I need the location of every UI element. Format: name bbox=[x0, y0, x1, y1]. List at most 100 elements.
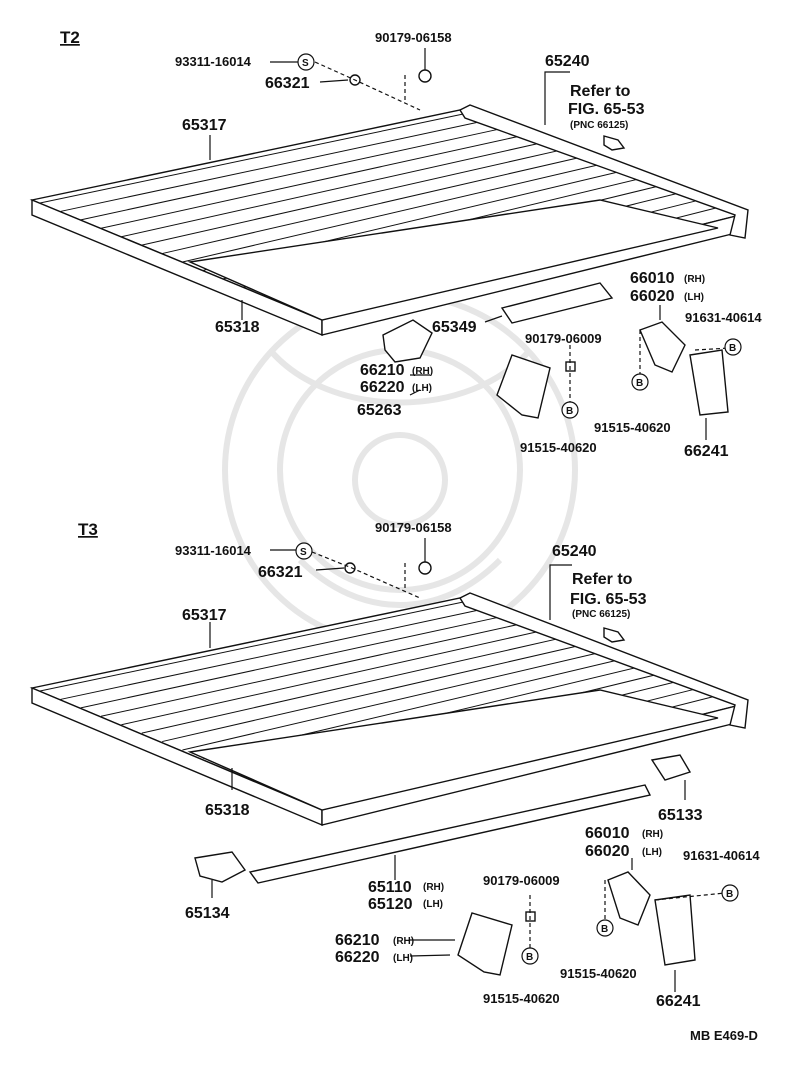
rail bbox=[500, 282, 614, 324]
washer-part bbox=[344, 562, 356, 574]
label-refer-2: FIG. 65-53 bbox=[568, 101, 645, 118]
floor-rib bbox=[182, 163, 603, 263]
mud-guard bbox=[689, 349, 729, 416]
label-lh: (LH) bbox=[642, 847, 662, 858]
floor-panel-sub bbox=[187, 199, 719, 321]
label-refer-3: (PNC 66125) bbox=[572, 609, 630, 620]
label-guard: 66241 bbox=[656, 993, 701, 1010]
svg-text:B: B bbox=[729, 343, 736, 354]
label-floor-main: 65317 bbox=[182, 607, 227, 624]
svg-text:B: B bbox=[726, 889, 733, 900]
label-rh: (RH) bbox=[393, 936, 414, 947]
label-washer: 66321 bbox=[265, 75, 310, 92]
label-flap-lh: 66220 bbox=[335, 949, 380, 966]
label-bolt-c: 91631-40614 bbox=[683, 848, 760, 863]
label-bracket-rh: 66010 bbox=[585, 825, 630, 842]
label-bolt-b: 91515-40620 bbox=[483, 991, 560, 1006]
label-guard: 66241 bbox=[684, 443, 729, 460]
svg-text:S: S bbox=[302, 58, 309, 69]
flap bbox=[496, 354, 551, 419]
floor-rib bbox=[121, 629, 545, 726]
footer-code: MB E469-D bbox=[690, 1028, 758, 1043]
label-nut: 90179-06158 bbox=[375, 30, 452, 45]
label-floor-main: 65317 bbox=[182, 117, 227, 134]
label-nut: 90179-06158 bbox=[375, 520, 452, 535]
label-bolt: 93311-16014 bbox=[175, 54, 252, 69]
bracket bbox=[639, 321, 686, 373]
label-floor-sub: 65318 bbox=[205, 802, 250, 819]
floor-rib bbox=[39, 600, 469, 692]
label-refer-1: Refer to bbox=[572, 571, 633, 588]
label-bracket-lh: 66020 bbox=[585, 843, 630, 860]
label-bolt-b: 91515-40620 bbox=[520, 440, 597, 455]
label-nut-mid: 90179-06009 bbox=[483, 873, 560, 888]
floor-rib bbox=[162, 156, 583, 255]
label-sill-rh: 65110 bbox=[368, 879, 412, 896]
section-t3: T3 bbox=[29, 520, 760, 1010]
label-lh: (LH) bbox=[423, 899, 443, 910]
floor-panel-sub bbox=[187, 689, 719, 811]
front-panel bbox=[458, 104, 749, 239]
label-lh: (LH) bbox=[412, 383, 432, 394]
corner-bracket bbox=[650, 754, 692, 781]
label-rh: (RH) bbox=[684, 274, 705, 285]
floor-rib bbox=[60, 607, 488, 700]
label-lh: (LH) bbox=[393, 953, 413, 964]
floor-rib bbox=[121, 141, 545, 238]
label-front-panel: 65240 bbox=[552, 543, 597, 560]
label-flap-rh: 66210 bbox=[360, 362, 405, 379]
svg-text:B: B bbox=[526, 952, 533, 963]
label-corner-b: 65134 bbox=[185, 905, 230, 922]
label-rh: (RH) bbox=[412, 366, 433, 377]
corner-bracket-b bbox=[194, 851, 247, 883]
floor-rib bbox=[162, 644, 583, 743]
clip-part bbox=[603, 627, 626, 643]
svg-text:B: B bbox=[601, 924, 608, 935]
label-bracket-lh: 66020 bbox=[630, 288, 675, 305]
s-marker: S bbox=[295, 542, 313, 560]
label-sill-lh: 65120 bbox=[368, 896, 413, 913]
b-marker: B bbox=[561, 401, 579, 419]
flap bbox=[457, 912, 513, 976]
label-floor-sub: 65318 bbox=[215, 319, 260, 336]
mud-guard bbox=[654, 894, 696, 966]
bracket bbox=[607, 871, 651, 926]
label-front-panel: 65240 bbox=[545, 53, 590, 70]
label-refer-3: (PNC 66125) bbox=[570, 120, 628, 131]
label-lh: (LH) bbox=[684, 292, 704, 303]
label-bolt-c: 91631-40614 bbox=[685, 310, 762, 325]
nut-part bbox=[418, 561, 432, 575]
label-refer-2: FIG. 65-53 bbox=[570, 591, 647, 608]
clip-part bbox=[603, 135, 626, 151]
b-marker: B bbox=[631, 373, 649, 391]
b-marker: B bbox=[521, 947, 539, 965]
label-rail: 65349 bbox=[432, 319, 477, 336]
label-flap-lh: 66220 bbox=[360, 379, 405, 396]
floor-rib bbox=[100, 622, 526, 717]
floor-rib bbox=[60, 119, 488, 212]
nut-part bbox=[418, 69, 432, 83]
floor-rib bbox=[100, 134, 526, 229]
sill bbox=[248, 784, 652, 884]
svg-text:S: S bbox=[300, 547, 307, 558]
b-marker: B bbox=[721, 884, 739, 902]
label-plate: 65263 bbox=[357, 402, 402, 419]
label-bracket-rh: 66010 bbox=[630, 270, 675, 287]
label-bolt: 93311-16014 bbox=[175, 543, 252, 558]
plate bbox=[382, 319, 433, 363]
label-refer-1: Refer to bbox=[570, 83, 631, 100]
floor-rib bbox=[182, 651, 603, 751]
label-flap-rh: 66210 bbox=[335, 932, 380, 949]
svg-text:B: B bbox=[636, 378, 643, 389]
floor-rib bbox=[39, 112, 469, 204]
label-rh: (RH) bbox=[423, 882, 444, 893]
section-title: T2 bbox=[60, 28, 80, 47]
label-washer: 66321 bbox=[258, 564, 303, 581]
b-marker: B bbox=[724, 338, 742, 356]
label-corner: 65133 bbox=[658, 807, 703, 824]
svg-text:B: B bbox=[566, 406, 573, 417]
floor-rib bbox=[141, 148, 564, 246]
floor-rib bbox=[141, 636, 564, 734]
floor-rib bbox=[80, 127, 507, 221]
b-marker: B bbox=[596, 919, 614, 937]
